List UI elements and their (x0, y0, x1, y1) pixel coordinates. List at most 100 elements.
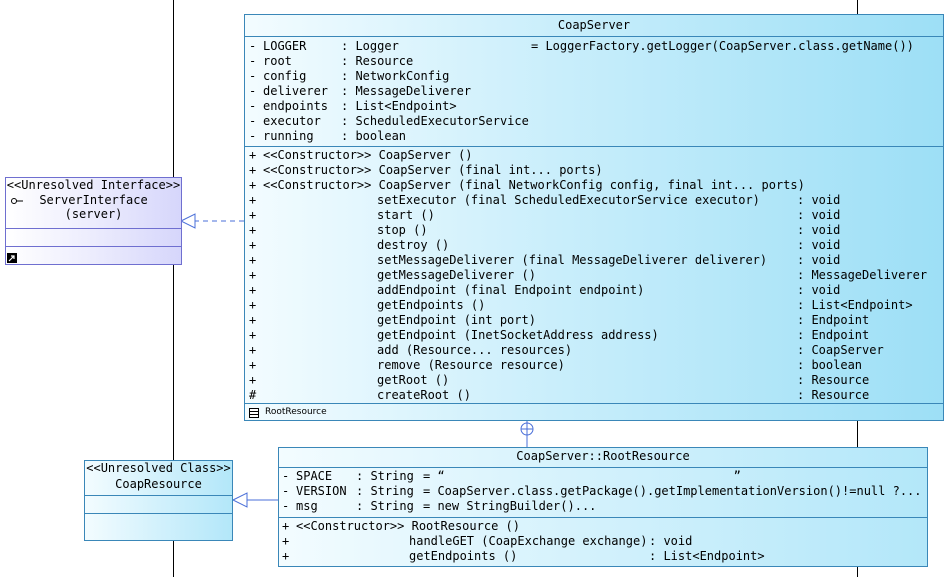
method-row[interactable]: +getEndpoint (InetSocketAddress address)… (245, 328, 943, 343)
method-signature: createRoot () (377, 388, 471, 402)
method-return-type: : CoapServer (797, 343, 884, 357)
visibility-marker: - (282, 499, 290, 513)
method-return-type: : void (797, 223, 841, 237)
method-row[interactable]: +getMessageDeliverer (): MessageDelivere… (245, 268, 943, 283)
method-row[interactable]: + handleGET (CoapExchange exchange): void (279, 534, 927, 549)
method-row[interactable]: + addEndpoint (final Endpoint endpoint) : … (245, 283, 943, 298)
visibility-marker: - (249, 99, 257, 113)
attribute-row[interactable]: -LOGGER : Logger = LoggerFactory.getLogger… (245, 39, 943, 54)
visibility-marker: - (249, 54, 257, 68)
lane-line-right-top (857, 0, 858, 14)
method-row[interactable]: +getRoot (): Resource (245, 373, 943, 388)
visibility-marker: + (249, 343, 257, 357)
class-name: CoapServer::RootResource (516, 449, 690, 463)
interface-lollipop-icon (11, 198, 23, 204)
class-name: CoapResource (115, 477, 202, 491)
coapserver-class[interactable]: CoapServer -LOGGER: Logger= LoggerFactor… (244, 14, 944, 421)
attribute-name: deliverer (263, 84, 329, 98)
attribute-row[interactable]: -endpoints: List<Endpoint> (245, 99, 943, 114)
attribute-name: endpoints (263, 99, 329, 113)
attribute-type: : String (356, 469, 414, 483)
method-return-type: : void (649, 534, 693, 548)
attribute-type: : boolean (341, 129, 407, 143)
attribute-row[interactable]: -VERSION: String= CoapServer.class.getPa… (279, 484, 927, 499)
serverinterface-interface[interactable]: <<Unresolved Interface>> ServerInterface… (5, 177, 182, 265)
method-signature: getEndpoints () (377, 298, 486, 312)
attribute-type: : Logger (341, 39, 399, 53)
constructor-signature: <<Constructor>> CoapServer (final Networ… (263, 178, 805, 192)
visibility-marker: + (249, 328, 257, 342)
method-signature: stop () (377, 223, 428, 237)
method-signature: addEndpoint (final Endpoint endpoint) (377, 283, 645, 297)
operations-compartment (85, 513, 232, 531)
attribute-row[interactable]: -executor: ScheduledExecutorService (245, 114, 943, 129)
attribute-row[interactable]: -msg: String= new StringBuilder()... (279, 499, 927, 514)
visibility-marker: + (249, 163, 257, 177)
class-name: CoapServer (557, 18, 631, 32)
constructor-row[interactable]: +<<Constructor>> CoapServer () (245, 148, 943, 163)
constructor-row[interactable]: +<<Constructor>> CoapServer (final int..… (245, 163, 943, 178)
attribute-row[interactable]: -config: NetworkConfig (245, 69, 943, 84)
visibility-marker: + (249, 253, 257, 267)
constructor-signature: <<Constructor>> CoapServer () (263, 148, 473, 162)
attribute-name: root (263, 54, 292, 68)
constructor-row[interactable]: +<<Constructor>> RootResource () (279, 519, 927, 534)
method-signature: handleGET (CoapExchange exchange) (409, 534, 648, 548)
attribute-initial-value: = “ ” (423, 469, 741, 483)
visibility-marker: + (249, 193, 257, 207)
rootresource-class[interactable]: CoapServer::RootResource -SPACE: String=… (278, 447, 928, 567)
method-row[interactable]: +remove (Resource resource): boolean (245, 358, 943, 373)
shortcut-arrow-icon (7, 253, 17, 263)
method-return-type: : Resource (797, 373, 870, 387)
visibility-marker: + (249, 268, 257, 282)
method-row[interactable]: #createRoot (): Resource (245, 388, 943, 403)
visibility-marker: + (249, 313, 257, 327)
method-row[interactable]: +getEndpoint (int port): Endpoint (245, 313, 943, 328)
attribute-name: SPACE (296, 469, 333, 483)
method-row[interactable]: +stop (): void (245, 223, 943, 238)
method-signature: add (Resource... resources) (377, 343, 573, 357)
method-row[interactable]: +start (): void (245, 208, 943, 223)
operations-compartment: +<<Constructor>> CoapServer ()+<<Constru… (245, 146, 943, 403)
method-row[interactable]: +destroy (): void (245, 238, 943, 253)
method-signature: getRoot () (377, 373, 450, 387)
attribute-type: : ScheduledExecutorService (341, 114, 529, 128)
attribute-name: msg (296, 499, 318, 513)
method-return-type: : void (797, 253, 841, 267)
attribute-name: LOGGER (263, 39, 307, 53)
attribute-type: : NetworkConfig (341, 69, 450, 83)
class-stereotype: <<Unresolved Class>> (86, 461, 231, 475)
method-row[interactable]: +getEndpoints (): List<Endpoint> (279, 549, 927, 564)
constructor-row[interactable]: +<<Constructor>> CoapServer (final Netwo… (245, 178, 943, 193)
generalization-arrowhead (231, 492, 248, 508)
visibility-marker: + (282, 534, 290, 548)
attribute-type: : String (356, 484, 414, 498)
method-row[interactable]: + setExecutor (final ScheduledExecutorSer… (245, 193, 943, 208)
attribute-row[interactable]: -deliverer: MessageDeliverer (245, 84, 943, 99)
attribute-row[interactable]: -SPACE: String= “ ” (279, 469, 927, 484)
visibility-marker: + (249, 283, 257, 297)
method-signature: setMessageDeliverer (final MessageDelive… (377, 253, 768, 267)
visibility-marker: - (249, 39, 257, 53)
attribute-row[interactable]: -running: boolean (245, 129, 943, 144)
visibility-marker: + (249, 298, 257, 312)
method-row[interactable]: +getEndpoints (): List<Endpoint> (245, 298, 943, 313)
method-row[interactable]: + add (Resource... resources) : CoapServer (245, 343, 943, 358)
nested-class-label[interactable]: RootResource (265, 407, 327, 417)
attribute-name: config (263, 69, 307, 83)
interface-package: (server) (64, 207, 123, 221)
coapresource-class[interactable]: <<Unresolved Class>> CoapResource (84, 460, 233, 541)
attribute-row[interactable]: -root: Resource (245, 54, 943, 69)
method-return-type: : Resource (797, 388, 870, 402)
method-signature: destroy () (377, 238, 450, 252)
visibility-marker: - (249, 114, 257, 128)
method-signature: setExecutor (final ScheduledExecutorServ… (377, 193, 760, 207)
method-return-type: : void (797, 238, 841, 252)
method-return-type: : List<Endpoint> (649, 549, 765, 563)
attribute-type: : String (356, 499, 414, 513)
attribute-initial-value: = CoapServer.class.getPackage().getImple… (423, 484, 922, 498)
method-row[interactable]: + setMessageDeliverer (final MessageDeliv… (245, 253, 943, 268)
visibility-marker: - (249, 129, 257, 143)
attribute-initial-value: = LoggerFactory.getLogger(CoapServer.cla… (531, 39, 914, 53)
method-return-type: : void (797, 283, 841, 297)
